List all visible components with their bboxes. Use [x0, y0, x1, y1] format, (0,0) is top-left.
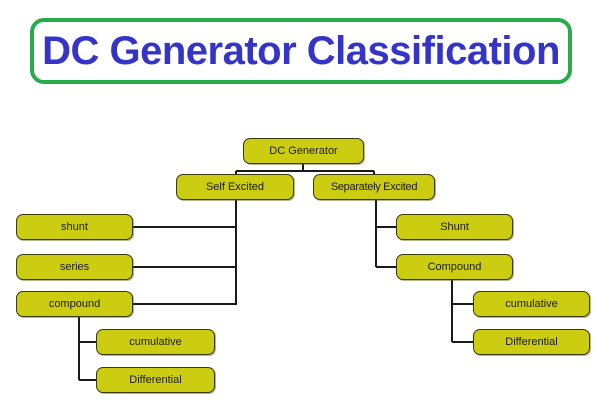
node-dc-generator[interactable]: DC Generator — [243, 138, 364, 164]
node-right-differential[interactable]: Differential — [473, 329, 590, 355]
node-label: Self Excited — [205, 180, 265, 193]
node-right-compound[interactable]: Compound — [396, 254, 513, 280]
node-label: shunt — [61, 220, 88, 233]
node-label: Separately Excited — [330, 180, 418, 193]
node-separately-excited[interactable]: Separately Excited — [313, 174, 435, 200]
node-label: Compound — [427, 260, 482, 273]
node-left-cumulative[interactable]: cumulative — [96, 329, 215, 355]
node-right-cumulative[interactable]: cumulative — [473, 291, 590, 317]
node-label: DC Generator — [269, 144, 338, 157]
node-left-differential[interactable]: Differential — [96, 367, 215, 393]
node-label: series — [59, 260, 90, 273]
node-label: Shunt — [440, 220, 469, 233]
node-left-shunt[interactable]: shunt — [16, 214, 133, 240]
node-label: Differential — [129, 373, 182, 386]
node-right-shunt[interactable]: Shunt — [396, 214, 513, 240]
node-label: Differential — [505, 335, 558, 348]
node-left-series[interactable]: series — [16, 254, 133, 280]
node-left-compound[interactable]: compound — [16, 291, 133, 317]
node-label: compound — [48, 297, 101, 310]
node-self-excited[interactable]: Self Excited — [176, 174, 294, 200]
title-banner: DC Generator Classification — [30, 18, 572, 84]
page-title: DC Generator Classification — [42, 29, 560, 73]
node-label: cumulative — [505, 297, 558, 310]
node-label: cumulative — [129, 335, 182, 348]
